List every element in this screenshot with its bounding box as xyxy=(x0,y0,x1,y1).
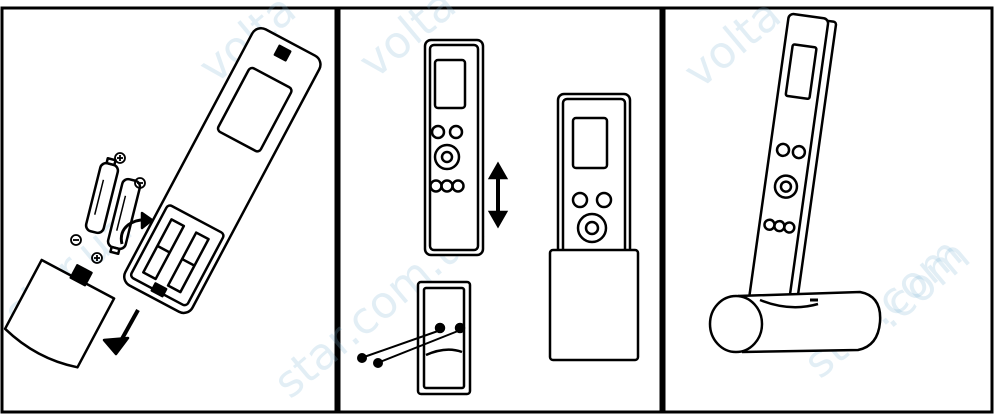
desk-stand-base xyxy=(710,292,880,352)
watermark-text: volta xyxy=(674,0,791,98)
remote-in-holder xyxy=(550,94,638,360)
down-arrow-icon xyxy=(490,212,506,226)
up-arrow-icon xyxy=(490,164,506,178)
remote-front-view xyxy=(425,40,483,255)
wall-holder-plate xyxy=(418,282,470,394)
screw-head xyxy=(374,359,382,367)
screw-head xyxy=(358,354,366,362)
slide-arrow-icon xyxy=(104,338,128,354)
stand-end-cap xyxy=(710,296,762,352)
remote-body xyxy=(558,94,630,274)
plus-symbol xyxy=(115,153,125,163)
panel-battery-installation xyxy=(2,25,324,373)
panel-wall-holder-mounting xyxy=(358,40,638,394)
wall-holder-sleeve xyxy=(550,250,638,360)
remote-on-stand xyxy=(748,13,836,309)
